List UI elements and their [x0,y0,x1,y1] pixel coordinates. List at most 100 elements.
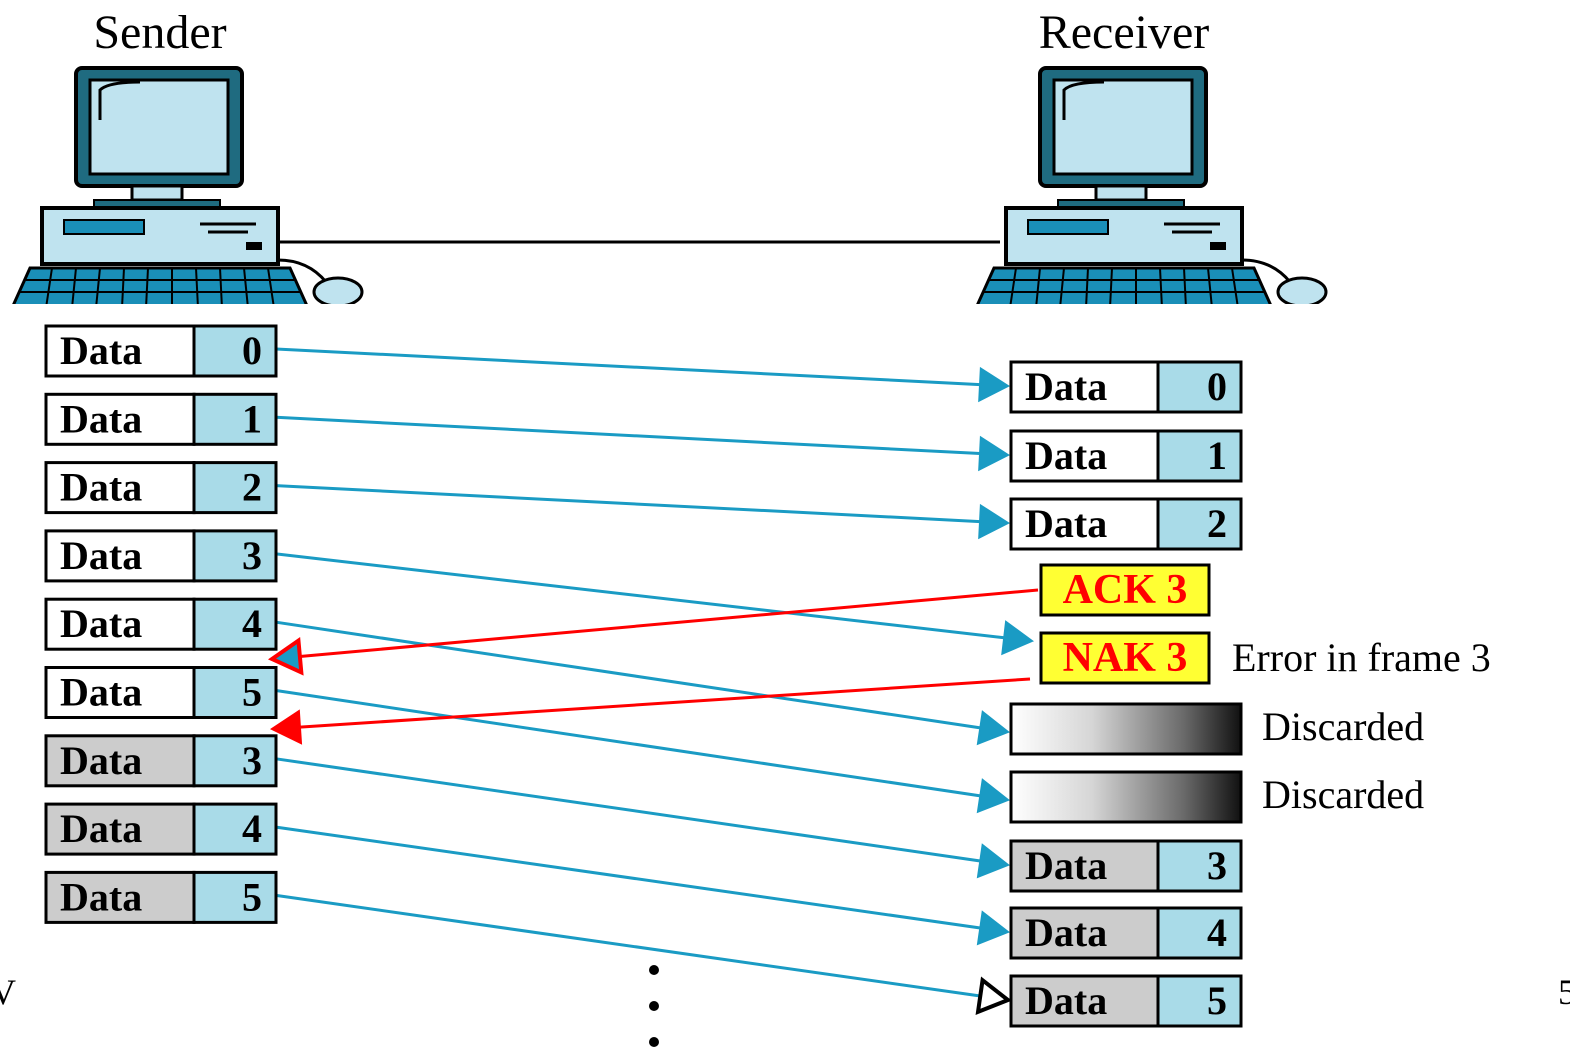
discarded-frame: Discarded [1009,702,1424,756]
arrow-head [978,503,1011,540]
frame-number: 5 [1207,978,1227,1023]
receiver-frame: Data 2 [1009,497,1243,551]
continuation-dot [649,1037,659,1047]
receiver-frame: Data 4 [1009,906,1243,960]
frame-word: Data [1025,364,1107,409]
frame-number-cell [192,597,278,651]
frame-word-cell [44,324,196,378]
frame-word: Data [1025,433,1107,478]
arrow-shaft [299,677,1031,729]
sender-frame: Data 5 [44,870,278,924]
frame-number: 0 [1207,364,1227,409]
frame-word: Data [60,738,142,783]
data-arrow [275,415,1011,472]
frame-number: 3 [242,533,262,578]
discarded-block [1009,770,1243,824]
frame-number-cell [192,461,278,515]
nak-box: NAK 3 Error in frame 3 [1039,631,1491,685]
error-note: Error in frame 3 [1232,635,1491,680]
discarded-block [1009,702,1243,756]
frame-word: Data [60,874,142,919]
sender-frame: Data 3 [44,529,278,583]
frame-number-cell [192,870,278,924]
frame-number: 3 [242,738,262,783]
arrow-head [269,709,303,745]
arrow-shaft [299,588,1039,658]
frame-word-cell [1009,974,1160,1028]
sender-title: Sender [93,6,226,59]
frame-word: Data [60,533,142,578]
receiver-title: Receiver [1039,6,1210,59]
frame-number-cell [1156,839,1243,893]
frame-word-cell [44,392,196,446]
arrow-head [976,778,1010,814]
ack-box: ACK 3 [1039,563,1211,617]
frame-number-cell [192,666,278,719]
control-box-bg [1039,631,1211,685]
arrow-head [976,843,1010,879]
frame-word: Data [60,396,142,441]
ack-label: ACK 3 [1063,567,1188,613]
receiver-frame: Data 5 [1009,974,1243,1028]
arrows-layer [267,347,1039,1016]
arrow-head [976,910,1010,946]
edge-fragment-right: 5 [1558,972,1570,1012]
frame-word-cell [44,666,196,719]
discarded-label: Discarded [1262,772,1424,817]
arrow-shaft [275,552,1005,640]
discarded-label: Discarded [1262,704,1424,749]
frame-word: Data [1025,843,1107,888]
frame-word-cell [44,529,196,583]
frame-number: 4 [242,806,262,851]
frame-number-cell [1156,906,1243,960]
frame-number: 2 [1207,501,1227,546]
arrow-shaft [275,689,981,798]
frame-word: Data [60,601,142,646]
frame-word: Data [1025,978,1107,1023]
arrow-shaft [275,825,981,930]
frame-number: 5 [242,670,262,715]
data-arrow [275,347,1011,403]
frame-word: Data [1025,910,1107,955]
data-arrow [275,620,1010,746]
frame-number-cell [192,802,278,856]
ack-arrow [267,588,1039,676]
frame-word: Data [60,465,142,510]
frame-word-cell [44,870,196,924]
data-arrow [275,893,1012,1016]
nak-label: NAK 3 [1063,635,1188,681]
frame-number: 1 [242,396,262,441]
frame-number: 5 [242,874,262,919]
arrow-shaft [275,415,981,456]
data-arrow [275,552,1035,656]
frame-number-cell [192,529,278,583]
arrow-head [267,636,304,676]
frame-word-cell [1009,497,1160,551]
sender-frame: Data 1 [44,392,278,446]
frame-number: 1 [1207,433,1227,478]
frame-number-cell [192,734,278,788]
receiver-frame: Data 0 [1009,360,1243,414]
frame-word: Data [1025,501,1107,546]
frame-word-cell [1009,906,1160,960]
frame-number-cell [1156,974,1243,1028]
frame-number: 4 [1207,910,1227,955]
frame-number-cell [1156,360,1243,414]
arrow-head [1001,620,1035,656]
frame-number-cell [192,324,278,378]
nak-arrow [269,677,1031,745]
arrow-shaft [275,484,981,524]
receiver-computer-icon [974,66,1328,304]
arrow-shaft [275,893,981,998]
sender-computer-icon [10,66,364,304]
data-arrow [275,825,1010,946]
frame-number-cell [192,392,278,446]
